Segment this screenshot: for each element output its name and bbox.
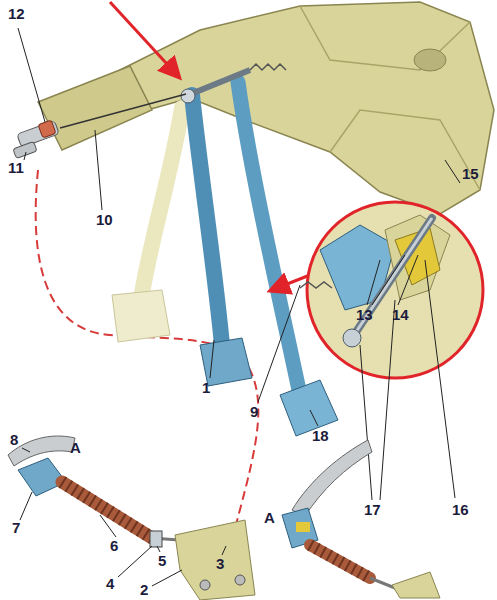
callout-number: 5 [158,553,166,568]
callout-number: 6 [110,538,118,553]
callout-number: 18 [312,428,329,443]
callout-number: 1 [202,380,210,395]
callout-number: 10 [96,212,113,227]
callout-number: 2 [140,582,148,597]
callout-number: 13 [356,307,373,322]
callout-number: 17 [364,502,381,517]
callout-number: 14 [392,307,409,322]
callout-number: A [264,510,275,525]
callout-number: 15 [462,166,479,181]
callout-number: 16 [452,502,469,517]
callout-number: 8 [10,432,18,447]
callout-number: 11 [8,160,24,175]
callout-number: 9 [250,404,258,419]
callout-number: 12 [8,6,25,21]
callout-number: 4 [106,576,114,591]
callout-number: 7 [12,520,20,535]
callout-number: 3 [216,556,224,571]
callout-number: A [70,440,81,455]
